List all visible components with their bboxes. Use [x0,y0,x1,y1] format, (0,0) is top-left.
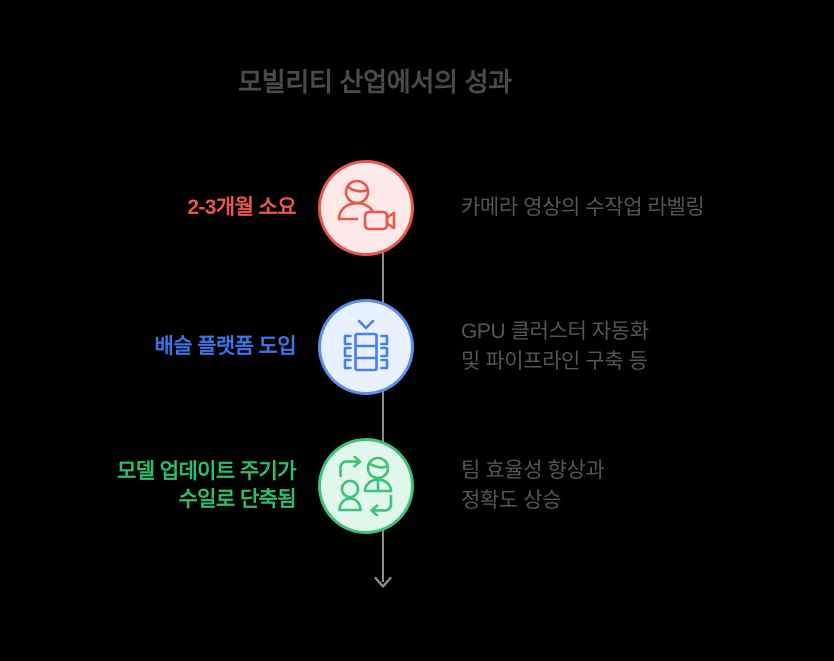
step-badge-labeling[interactable] [318,160,414,256]
step-badge-platform[interactable] [318,299,414,395]
step-badge-update-cycle[interactable] [318,438,414,534]
down-arrow-icon [374,567,392,588]
timeline-spine [382,250,384,580]
page-title: 모빌리티 산업에서의 성과 [238,67,512,97]
step-metric-platform: 배슬 플랫폼 도입 [154,334,296,358]
person-video-camera-icon [337,179,396,231]
step-metric-labeling: 2-3개월 소요 [187,195,296,219]
team-collaboration-arrows-icon [338,456,393,516]
step-description-update-cycle: 팀 효율성 향상과 정확도 상승 [461,459,605,512]
step-description-platform: GPU 클러스터 자동화 및 파이프라인 구축 등 [461,320,649,373]
server-rack-check-icon [343,319,389,372]
step-metric-update-cycle: 모델 업데이트 주기가 수일로 단축됨 [117,459,297,511]
timeline-step-labeling: 2-3개월 소요 카메라 영상의 수작업 라벨링 [0,158,834,258]
step-description-labeling: 카메라 영상의 수작업 라벨링 [461,196,705,220]
timeline-step-platform: 배슬 플랫폼 도입 GPU 클러스터 자동화 및 파이프라인 구축 등 [0,297,834,397]
timeline-step-update-cycle: 모델 업데이트 주기가 수일로 단축됨 팀 효율성 향상과 정확도 상승 [0,436,834,536]
